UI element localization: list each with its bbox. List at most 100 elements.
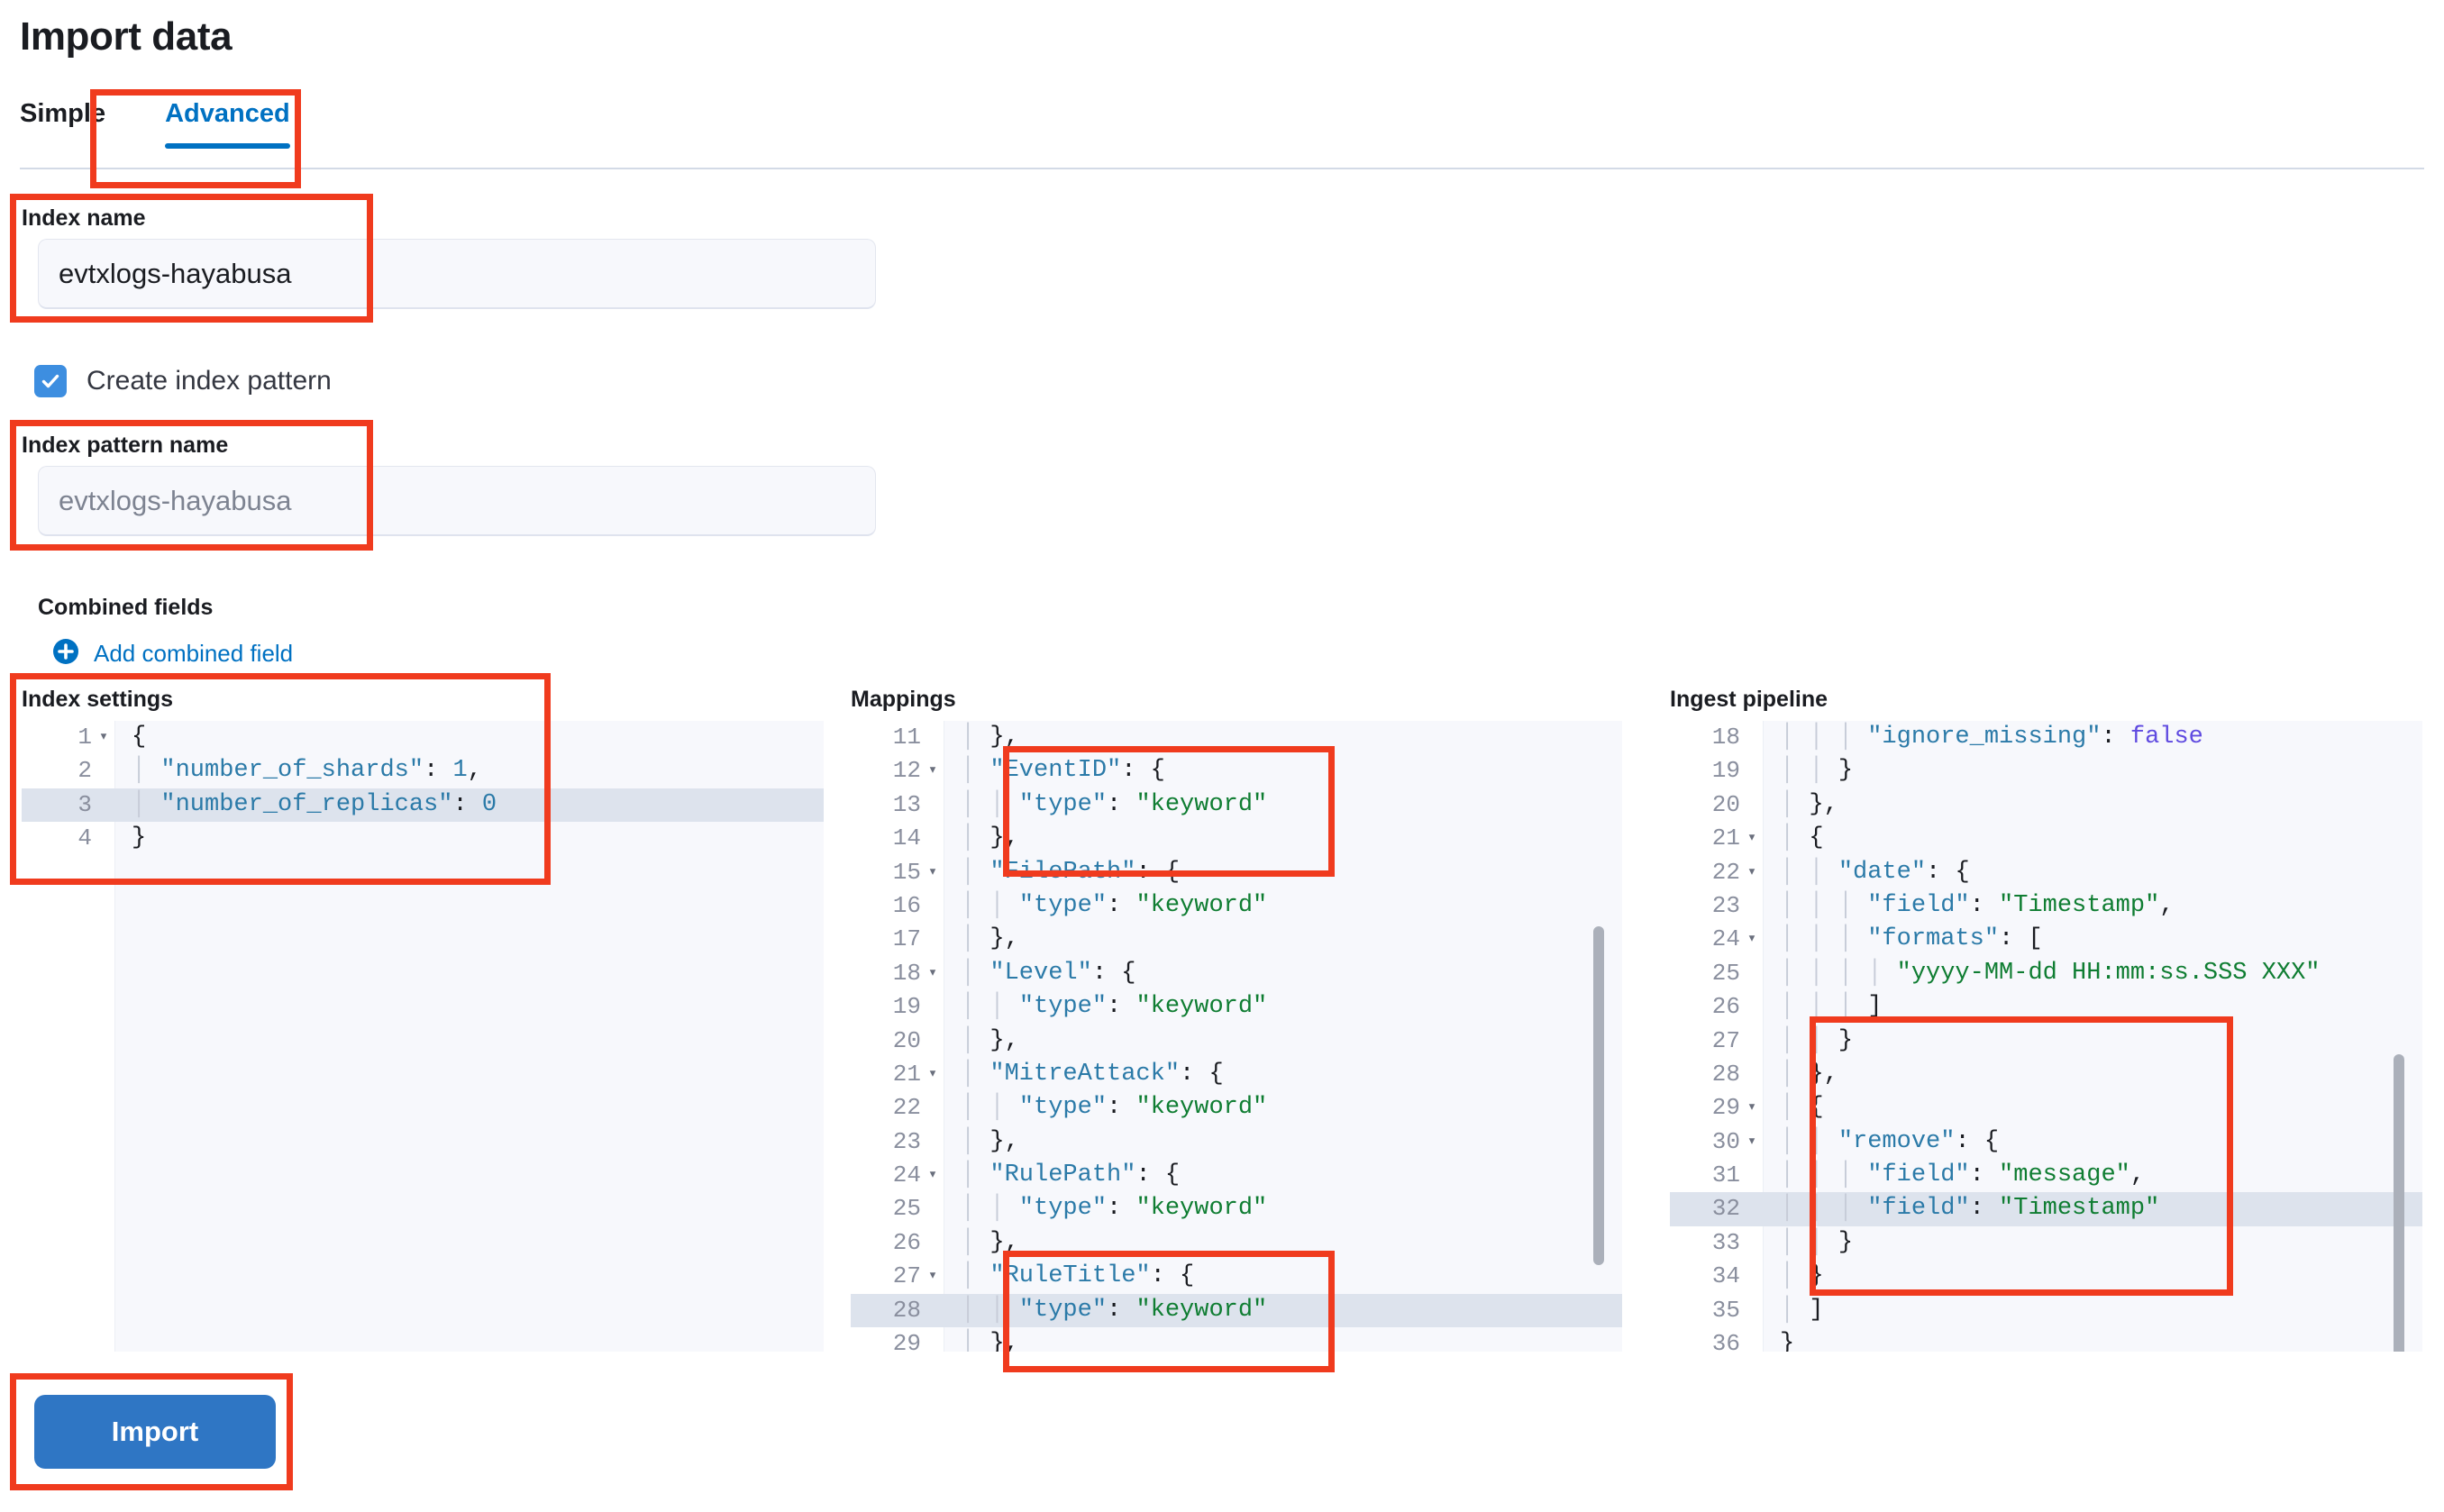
add-combined-field-button[interactable]: Add combined field <box>52 638 293 669</box>
code-text: │ { <box>1780 1094 1824 1122</box>
code-text: } <box>132 824 147 852</box>
code-text: │ ] <box>1780 1296 1824 1324</box>
line-number: 29 <box>892 1330 921 1352</box>
code-line: 28│ }, <box>1670 1058 2422 1091</box>
code-line: 2 │ "number_of_shards": 1, <box>22 754 824 788</box>
code-line: 16│ │ "type": "keyword" <box>851 889 1622 923</box>
mappings-scrollbar[interactable] <box>1593 926 1604 1265</box>
line-number: 1 <box>78 724 92 751</box>
mappings-title: Mappings <box>851 687 956 712</box>
code-line: 3│ "number_of_replicas": 0 <box>22 788 824 823</box>
index-name-input[interactable]: evtxlogs-hayabusa <box>38 239 876 309</box>
fold-toggle-icon[interactable]: ▾ <box>927 762 938 780</box>
code-lines: 11│ },12▾│ "EventID": {13│ │ "type": "ke… <box>851 721 1622 1352</box>
fold-toggle-icon[interactable]: ▾ <box>927 1167 938 1185</box>
line-number: 32 <box>1711 1195 1740 1223</box>
line-number: 19 <box>892 993 921 1021</box>
code-line: 25│ │ "type": "keyword" <box>851 1192 1622 1225</box>
code-line: 21▾│ "MitreAttack": { <box>851 1058 1622 1091</box>
ingest-pipeline-title: Ingest pipeline <box>1670 687 1828 712</box>
add-combined-field-label: Add combined field <box>94 640 294 667</box>
code-text: │ │ } <box>1780 757 1854 785</box>
code-text: │ { <box>1780 824 1824 852</box>
line-number: 30 <box>1711 1127 1740 1155</box>
code-line: 19 │ │ "type": "keyword" <box>851 990 1622 1024</box>
ingest-pipeline-scrollbar[interactable] <box>2394 1054 2404 1352</box>
line-number: 25 <box>892 1195 921 1223</box>
create-index-pattern-label: Create index pattern <box>87 366 332 396</box>
code-text: { <box>132 724 147 751</box>
fold-toggle-icon[interactable]: ▾ <box>98 729 109 746</box>
import-button[interactable]: Import <box>34 1395 276 1469</box>
line-number: 24 <box>892 1161 921 1189</box>
code-line: 21▾│ { <box>1670 822 2422 855</box>
code-text: │ │ │ "field": "Timestamp" <box>1780 1195 2160 1223</box>
fold-toggle-icon[interactable]: ▾ <box>927 1268 938 1286</box>
code-line: 28│ │ "type": "keyword" <box>851 1293 1622 1328</box>
code-line: 29 │ }, <box>851 1327 1622 1352</box>
checkbox-checked-icon[interactable] <box>34 365 67 397</box>
code-line: 29▾│ { <box>1670 1091 2422 1125</box>
index-pattern-name-input[interactable]: evtxlogs-hayabusa <box>38 466 876 536</box>
line-number: 22 <box>892 1094 921 1122</box>
code-text: │ "number_of_replicas": 0 <box>132 790 497 818</box>
code-line: 24 ▾ │ "RulePath": { <box>851 1159 1622 1192</box>
fold-toggle-icon[interactable]: ▾ <box>927 1065 938 1083</box>
code-text: │ "RulePath": { <box>961 1161 1181 1189</box>
code-line: 20 │ }, <box>1670 788 2422 822</box>
code-line: 35│ ] <box>1670 1294 2422 1327</box>
code-text: │ │ │ "formats": [ <box>1780 925 2043 953</box>
code-line: 13│ │ "type": "keyword" <box>851 788 1622 822</box>
code-line: 20│ }, <box>851 1025 1622 1058</box>
fold-toggle-icon[interactable]: ▾ <box>927 964 938 982</box>
code-line: 27│ │ } <box>1670 1025 2422 1058</box>
fold-toggle-icon[interactable]: ▾ <box>1746 830 1757 848</box>
line-number: 21 <box>892 1060 921 1088</box>
code-line: 18▾│ "Level": { <box>851 957 1622 990</box>
line-number: 12 <box>892 757 921 785</box>
mappings-editor[interactable]: 11│ },12▾│ "EventID": {13│ │ "type": "ke… <box>851 721 1622 1352</box>
line-number: 14 <box>892 824 921 852</box>
line-number: 20 <box>1711 790 1740 818</box>
code-text: │ "number_of_shards": 1, <box>132 757 482 785</box>
fold-toggle-icon[interactable]: ▾ <box>1746 1099 1757 1117</box>
code-text: │ }, <box>961 724 1019 751</box>
code-line: 30 ▾ │ │ "remove": { <box>1670 1125 2422 1159</box>
code-text: │ │ "type": "keyword" <box>961 891 1268 919</box>
code-text: │ │ │ "field": "message", <box>1780 1161 2146 1189</box>
line-number: 13 <box>892 790 921 818</box>
code-text: │ }, <box>1780 790 1838 818</box>
code-text: │ │ "type": "keyword" <box>961 993 1268 1021</box>
create-index-pattern-row[interactable]: Create index pattern <box>34 365 332 397</box>
line-number: 2 <box>78 757 92 785</box>
gutter-background <box>22 721 115 1352</box>
page-title: Import data <box>20 14 233 59</box>
fold-toggle-icon[interactable]: ▾ <box>1746 1133 1757 1151</box>
index-settings-editor[interactable]: 1 ▾ {2 │ "number_of_shards": 1, 3│ "number_o… <box>22 721 824 1352</box>
code-text: │ │ "remove": { <box>1780 1127 2000 1155</box>
tab-advanced[interactable]: Advanced <box>141 99 314 149</box>
code-line: 23│ │ │ "field": "Timestamp", <box>1670 889 2422 923</box>
code-text: │ │ │ │ "yyyy-MM-dd HH:mm:ss.SSS XXX" <box>1780 959 2321 987</box>
line-number: 33 <box>1711 1228 1740 1256</box>
gutter-background <box>1670 721 1764 1352</box>
fold-toggle-icon[interactable]: ▾ <box>1746 931 1757 949</box>
line-number: 18 <box>1711 724 1740 751</box>
code-line: 4} <box>22 822 824 855</box>
line-number: 20 <box>892 1026 921 1054</box>
line-number: 15 <box>892 858 921 886</box>
code-text: │ "EventID": { <box>961 757 1165 785</box>
tab-simple[interactable]: Simple <box>20 99 106 128</box>
line-number: 26 <box>892 1228 921 1256</box>
fold-toggle-icon[interactable]: ▾ <box>927 863 938 881</box>
code-text: │ │ } <box>1780 1026 1854 1054</box>
fold-toggle-icon[interactable]: ▾ <box>1746 863 1757 881</box>
line-number: 27 <box>892 1262 921 1290</box>
code-line: 25│ │ │ │ "yyyy-MM-dd HH:mm:ss.SSS XXX" <box>1670 957 2422 990</box>
code-line: 24▾│ │ │ "formats": [ <box>1670 923 2422 956</box>
index-pattern-name-label: Index pattern name <box>22 433 229 458</box>
code-text: │ }, <box>961 1330 1019 1352</box>
code-text: │ │ │ ] <box>1780 993 1883 1021</box>
